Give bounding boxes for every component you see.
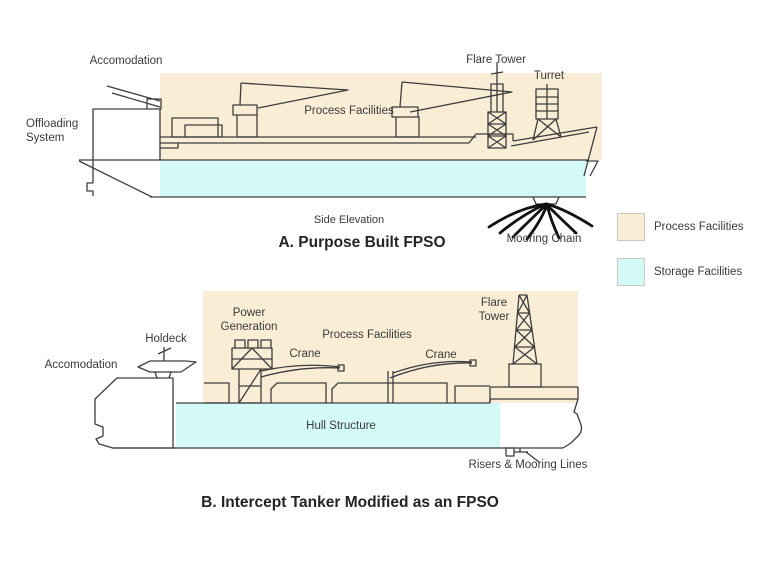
label-accomodation-a: Accomodation (89, 55, 163, 67)
label-process-facilities-b: Process Facilities (322, 329, 412, 341)
label-flare-tower-a: Flare Tower (466, 54, 526, 66)
storage-facilities-swatch (617, 258, 645, 286)
label-power-generation: Power Generation (220, 307, 278, 333)
ship-b-bow (562, 398, 583, 449)
ship-a-crane-left (232, 82, 349, 138)
mooring-chain-line (545, 203, 578, 235)
mooring-chains (487, 202, 594, 241)
label-side-elevation: Side Elevation (313, 214, 385, 226)
label-offloading-system: Offloading System (26, 118, 79, 144)
ship-a-process-region (160, 73, 602, 160)
label-crane-right: Crane (425, 349, 457, 361)
process-facilities-swatch (617, 213, 645, 241)
ship-a-flare-tower-structure (487, 62, 507, 149)
mooring-chain-line (545, 202, 594, 228)
ship-a-turret-structure (532, 84, 562, 141)
label-holdeck: Holdeck (145, 333, 187, 345)
ship-a-deckhouse (171, 117, 223, 138)
ship-a-crane-right (391, 81, 513, 138)
ship-b-flare-tower-structure (508, 294, 542, 388)
ship-a-accommodation-structure (86, 85, 162, 196)
label-accomodation-b: Accomodation (44, 359, 118, 371)
ship-b-accommodation-structure (94, 377, 176, 449)
ship-b-crane-right (387, 359, 477, 403)
mooring-chain-line (511, 203, 548, 239)
legend-item-process: Process Facilities (617, 213, 743, 241)
ship-a-hull-outline (78, 159, 589, 198)
ship-b-storage-region (176, 403, 500, 448)
label-flare-tower-b: Flare Tower (478, 297, 510, 323)
storage-swatch-rect (617, 258, 645, 286)
label-risers-mooring-lines: Risers & Mooring Lines (468, 459, 588, 471)
ship-a-bow (468, 126, 599, 177)
label-hull-structure: Hull Structure (306, 420, 376, 432)
mooring-chain-line (525, 203, 549, 241)
mooring-chain-line (498, 202, 548, 235)
ship-b-holdeck-structure (137, 347, 197, 379)
title-tanker-modified-fpso: B. Intercept Tanker Modified as an FPSO (201, 494, 499, 511)
label-mooring-chain: Mooring Chain (506, 233, 582, 245)
title-purpose-built-fpso: A. Purpose Built FPSO (278, 234, 446, 251)
ship-b-riser-bracket (505, 447, 540, 463)
ship-b-linework (94, 294, 583, 463)
process-swatch-rect (617, 213, 645, 241)
legend-item-storage: Storage Facilities (617, 258, 743, 286)
ship-a-linework (78, 62, 599, 205)
ship-b-deck-boxes (204, 382, 490, 404)
label-turret: Turret (533, 70, 565, 82)
label-crane-left: Crane (289, 348, 321, 360)
ship-b-crane-left (260, 364, 345, 378)
legend: Process Facilities Storage Facilities (617, 213, 743, 286)
ship-a-storage-region (160, 160, 586, 197)
label-process-facilities-a: Process Facilities (304, 105, 394, 117)
mooring-chain-line (545, 203, 561, 240)
legend-label-storage: Storage Facilities (654, 266, 743, 278)
legend-label-process: Process Facilities (654, 221, 744, 233)
